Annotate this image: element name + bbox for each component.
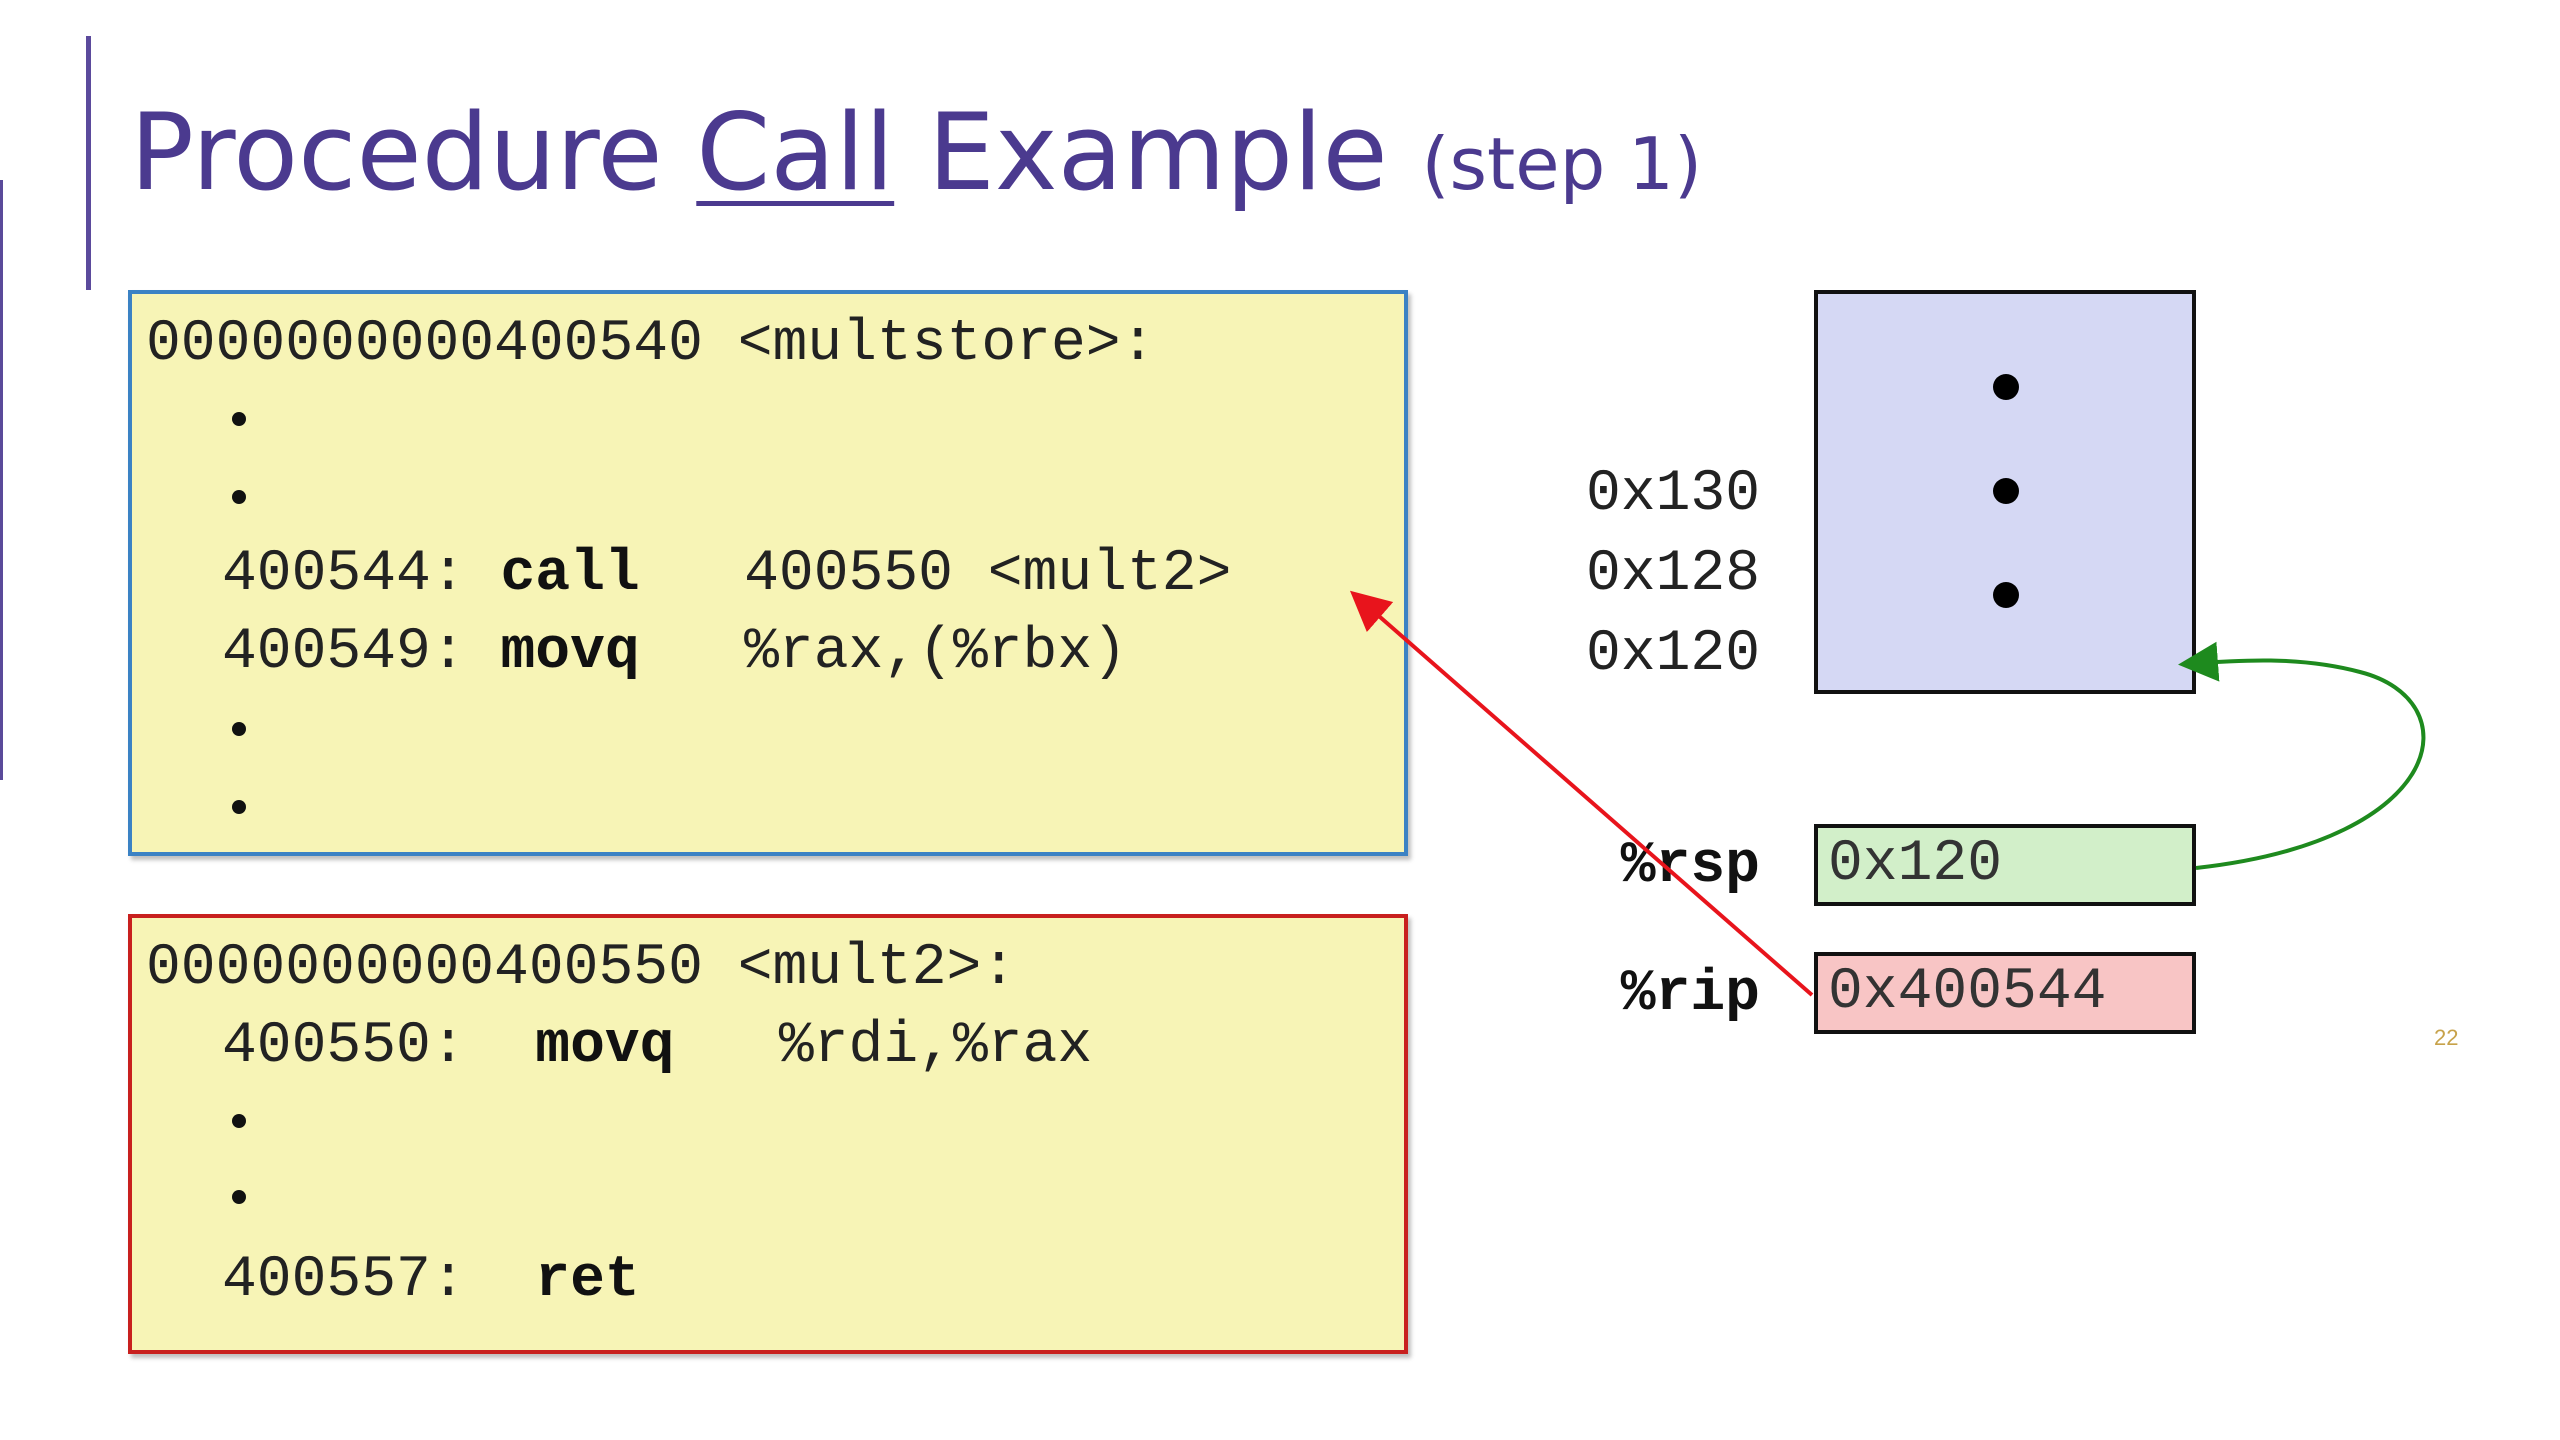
mult2-movq-addr: 400550: (222, 1014, 466, 1079)
rip-to-call-arrow (1349, 590, 1814, 997)
stack-address: 0x120 (1585, 622, 1760, 687)
title-call: Call (696, 91, 895, 214)
call-arg: 400550 <mult2> (744, 542, 1232, 607)
movq-arg: %rax,(%rbx) (744, 620, 1127, 685)
slide-edge-line (0, 180, 3, 780)
stack-dot (1993, 582, 2019, 608)
rip-label: %rip (1620, 962, 1760, 1027)
stack-memory (1814, 290, 2196, 694)
title-accent-bar (86, 36, 91, 290)
stack-dot (1993, 374, 2019, 400)
movq-instruction: 400549: movq %rax,(%rbx) (222, 624, 1127, 682)
stack-dot (1993, 478, 2019, 504)
rsp-to-stack-arrow (2178, 641, 2426, 870)
stack-address: 0x130 (1585, 462, 1760, 527)
mult2-movq-arg: %rdi,%rax (778, 1014, 1093, 1079)
ret-instruction: 400557: ret (222, 1252, 640, 1310)
rsp-register: 0x120 (1814, 824, 2196, 906)
mult2-movq-op: movq (535, 1014, 675, 1079)
multstore-code-box: 0000000000400540 <multstore>: 400544: ca… (128, 290, 1408, 856)
mult2-code-box: 0000000000400550 <mult2>: 400550: movq %… (128, 914, 1408, 1354)
ellipsis-dot (232, 1114, 246, 1128)
call-op: call (500, 542, 640, 607)
ellipsis-dot (232, 800, 246, 814)
call-addr: 400544: (222, 542, 466, 607)
movq-addr: 400549: (222, 620, 466, 685)
ellipsis-dot (232, 1190, 246, 1204)
title-rest: Example (894, 91, 1422, 214)
ret-op: ret (535, 1248, 640, 1313)
title-main: Procedure (130, 91, 697, 214)
ellipsis-dot (232, 490, 246, 504)
ellipsis-dot (232, 412, 246, 426)
stack-address: 0x128 (1585, 542, 1760, 607)
mult2-header: 0000000000400550 <mult2>: (146, 936, 1017, 1001)
mult2-movq-instruction: 400550: movq %rdi,%rax (222, 1018, 1092, 1076)
slide-title: Procedure Call Example (step 1) (130, 100, 1702, 206)
title-sub: (step 1) (1421, 122, 1703, 206)
page-number: 22 (2434, 1025, 2459, 1050)
call-instruction: 400544: call 400550 <mult2> (222, 546, 1231, 604)
ellipsis-dot (232, 722, 246, 736)
ret-addr: 400557: (222, 1248, 466, 1313)
rip-register: 0x400544 (1814, 952, 2196, 1034)
multstore-header: 0000000000400540 <multstore>: (146, 312, 1156, 377)
movq-op: movq (500, 620, 640, 685)
